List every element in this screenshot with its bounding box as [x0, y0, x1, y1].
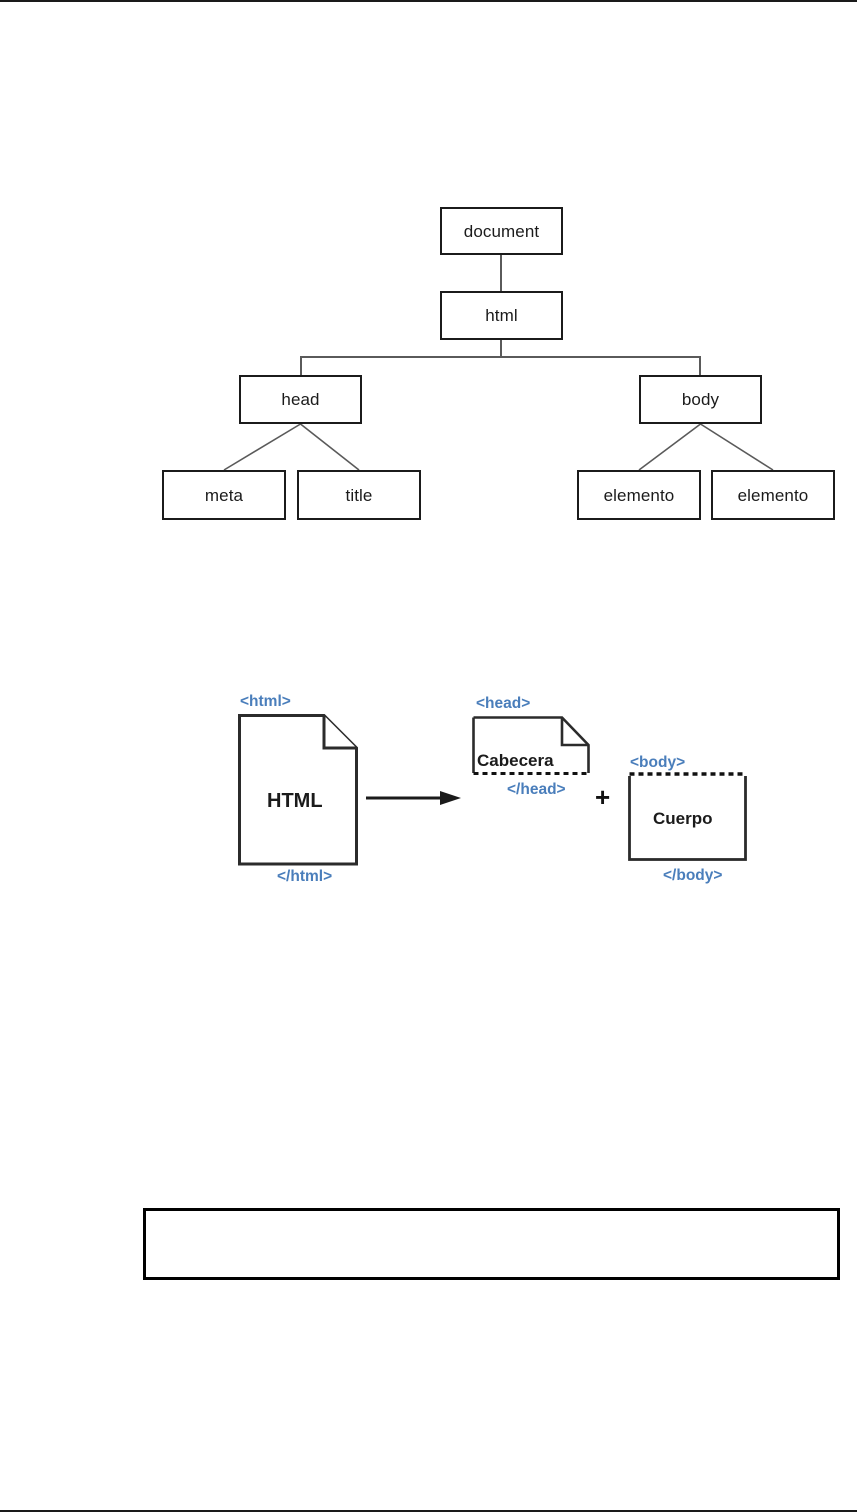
- tree-node-body: body: [639, 375, 762, 424]
- connector-document-html: [500, 254, 502, 292]
- head-sheet-icon: [472, 716, 590, 775]
- body-box-label: Cuerpo: [653, 809, 713, 828]
- tree-node-meta: meta: [162, 470, 286, 520]
- html-page-sheet-icon: [238, 714, 358, 866]
- body-box-icon: [628, 772, 747, 861]
- tree-node-label: html: [485, 306, 518, 325]
- tree-node-html: html: [440, 291, 563, 340]
- connector-html-body: [699, 356, 701, 376]
- tree-node-head: head: [239, 375, 362, 424]
- head-open-tag-label: <head>: [476, 695, 531, 712]
- connector-html-split: [300, 356, 700, 358]
- connector-leaf-lines: [223, 423, 774, 471]
- tree-node-elemento-1: elemento: [577, 470, 701, 520]
- tree-node-label: elemento: [737, 485, 809, 505]
- html-close-tag-label: </html>: [277, 868, 333, 885]
- tree-node-title: title: [297, 470, 421, 520]
- body-close-tag-label: </body>: [663, 867, 723, 884]
- empty-content-box: [143, 1208, 840, 1280]
- tree-node-label: title: [345, 485, 373, 505]
- head-sheet-label: Cabecera: [477, 751, 554, 770]
- html-sheet-label: HTML: [267, 790, 323, 812]
- dom-tree-diagram: document html head body meta title eleme…: [0, 0, 857, 560]
- html-open-tag-label: <html>: [240, 693, 291, 710]
- page-bottom-rule: [0, 1510, 857, 1512]
- tree-node-elemento-2: elemento: [711, 470, 835, 520]
- page-top-rule: [0, 0, 857, 2]
- tree-node-document: document: [440, 207, 563, 255]
- body-open-tag-label: <body>: [630, 754, 686, 771]
- plus-operator: +: [595, 782, 611, 812]
- tree-node-label: meta: [204, 485, 244, 505]
- tree-node-label: document: [463, 221, 540, 241]
- html-structure-figure: <html> HTML </html> <head> Cabecera </he…: [238, 693, 747, 885]
- tree-node-label: elemento: [603, 485, 675, 505]
- tree-node-label: head: [281, 390, 320, 409]
- connector-html-stem: [500, 339, 502, 357]
- tree-node-label: body: [681, 390, 720, 409]
- arrow-right-icon: [366, 791, 461, 805]
- head-close-tag-label: </head>: [507, 781, 566, 798]
- connector-html-head: [300, 356, 302, 376]
